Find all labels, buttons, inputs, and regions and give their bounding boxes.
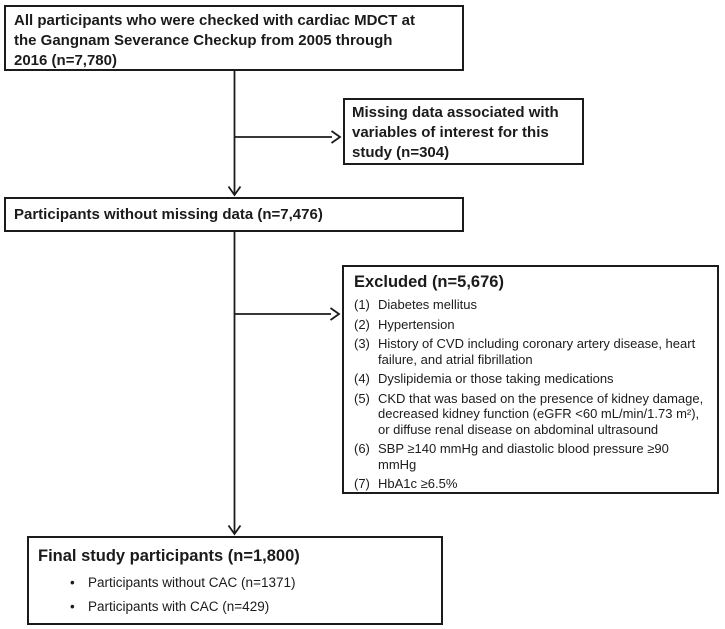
final-bullet-text: Participants without CAC (n=1371): [88, 575, 296, 590]
box-excluded: Excluded (n=5,676) (1) Diabetes mellitus…: [342, 265, 719, 494]
final-bullet-item: • Participants without CAC (n=1371): [38, 575, 431, 591]
box-missing-data: Missing data associated with variables o…: [343, 98, 584, 165]
excluded-item: (5) CKD that was based on the presence o…: [354, 391, 709, 438]
box-without-missing-data: Participants without missing data (n=7,4…: [4, 197, 464, 232]
arrowhead-right-excluded: [329, 307, 341, 321]
arrowhead-down-nomissing: [227, 185, 242, 197]
final-title: Final study participants (n=1,800): [38, 547, 300, 565]
box-without-missing-data-text: Participants without missing data (n=7,4…: [14, 206, 323, 223]
excluded-item-number: (3): [354, 336, 370, 351]
final-bullet-text: Participants with CAC (n=429): [88, 599, 270, 614]
excluded-item: (3) History of CVD including coronary ar…: [354, 336, 709, 367]
excluded-item-number: (1): [354, 297, 370, 312]
excluded-item-text: SBP ≥140 mmHg and diastolic blood pressu…: [378, 441, 669, 472]
box-final-participants: Final study participants (n=1,800) • Par…: [27, 536, 443, 625]
bullet-icon: •: [70, 599, 75, 614]
excluded-title: Excluded (n=5,676): [354, 273, 504, 291]
excluded-item-number: (5): [354, 390, 370, 406]
excluded-item-text: Dyslipidemia or those taking medications: [378, 371, 614, 386]
excluded-item: (1) Diabetes mellitus: [354, 297, 709, 313]
excluded-item: (7) HbA1c ≥6.5%: [354, 476, 709, 492]
excluded-item-number: (7): [354, 476, 370, 491]
arrowhead-down-final: [227, 524, 242, 536]
excluded-item-text: CKD that was based on the presence of ki…: [378, 390, 704, 437]
excluded-item-number: (6): [354, 441, 370, 456]
bullet-icon: •: [70, 575, 75, 590]
excluded-item-text: HbA1c ≥6.5%: [378, 476, 458, 491]
excluded-item: (2) Hypertension: [354, 317, 709, 333]
excluded-item-number: (2): [354, 316, 370, 332]
excluded-item-text: History of CVD including coronary artery…: [378, 336, 696, 367]
excluded-item: (4) Dyslipidemia or those taking medicat…: [354, 371, 709, 387]
box-all-participants: All participants who were checked with c…: [4, 5, 464, 71]
final-bullet-item: • Participants with CAC (n=429): [38, 599, 431, 615]
excluded-item-text: Hypertension: [378, 316, 455, 332]
excluded-item: (6) SBP ≥140 mmHg and diastolic blood pr…: [354, 441, 709, 472]
arrowhead-right-missing: [330, 130, 342, 144]
excluded-item-number: (4): [354, 371, 370, 386]
excluded-item-text: Diabetes mellitus: [378, 297, 477, 312]
